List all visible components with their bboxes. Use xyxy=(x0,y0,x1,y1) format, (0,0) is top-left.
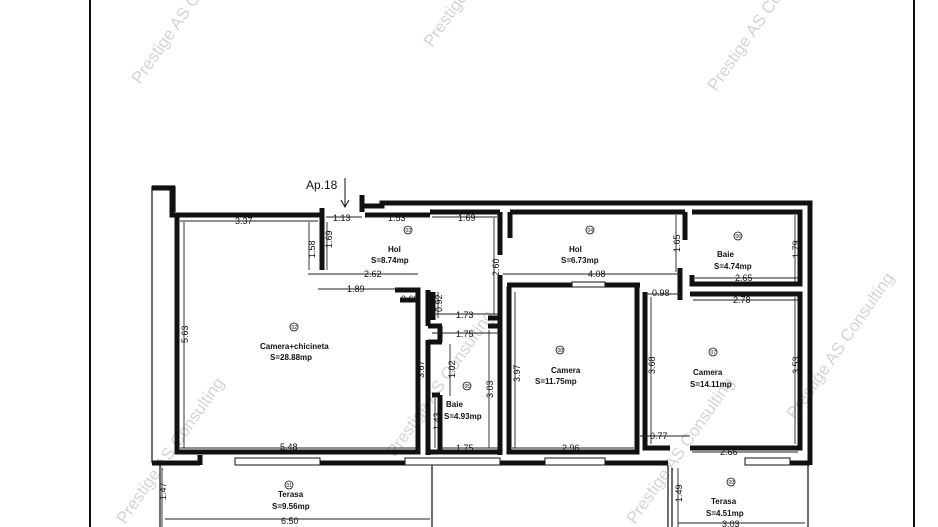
room-area: S=4.51mp xyxy=(706,509,744,518)
room-area: S=4.74mp xyxy=(714,262,752,271)
dim-label: 1.13 xyxy=(333,213,351,223)
dim-label: 3.37 xyxy=(235,216,253,226)
dim-label: 2.62 xyxy=(364,269,382,279)
room-number: 06 xyxy=(736,234,742,240)
dim-label: 5.63 xyxy=(180,325,190,343)
dim-label: 5.48 xyxy=(280,442,298,452)
room-labels: 02 Camera+chicineta S=28.88mp 03 Hol S=8… xyxy=(260,225,752,518)
room-name: Baie xyxy=(717,250,734,259)
windows xyxy=(234,281,791,466)
dim-label: 1.73 xyxy=(456,310,474,320)
room-area: S=9.56mp xyxy=(272,502,310,511)
room-number: 05 xyxy=(465,384,471,390)
dim-label: 2.65 xyxy=(735,273,753,283)
dim-label: 6.50 xyxy=(281,516,299,526)
room-area: S=28.88mp xyxy=(270,353,312,362)
dim-label: 3.68 xyxy=(647,356,657,374)
dim-label: 2.78 xyxy=(733,295,751,305)
room-area: S=14.11mp xyxy=(690,380,732,389)
dim-label: 1.79 xyxy=(791,240,801,258)
dim-label: 3.03 xyxy=(722,519,740,527)
room-area: S=11.75mp xyxy=(535,377,577,386)
watermark: Prestige AS Consulting xyxy=(128,0,243,87)
dim-label: 0.60 xyxy=(401,294,419,304)
room-name: Hol xyxy=(388,245,401,254)
dim-label: 2.60 xyxy=(491,258,501,276)
dim-label: 3.53 xyxy=(791,356,801,374)
dim-label: 1.65 xyxy=(672,234,682,252)
room-number: 07 xyxy=(711,350,717,356)
room-name: Hol xyxy=(569,245,582,254)
dim-label: 1.89 xyxy=(347,284,365,294)
room-number: 08 xyxy=(558,348,564,354)
dim-label: 1.69 xyxy=(458,213,476,223)
watermark: Prestige AS Consulting xyxy=(420,0,535,50)
room-name: Terasa xyxy=(278,490,304,499)
room-name: Terasa xyxy=(711,497,737,506)
dim-label: 1.58 xyxy=(307,240,317,258)
room-number: 02 xyxy=(292,325,298,331)
dim-label: 1.47 xyxy=(158,482,168,500)
dim-label: 2.66 xyxy=(720,447,738,457)
dim-label: 1.75 xyxy=(456,443,474,453)
watermark: Prestige AS Consulting xyxy=(704,0,819,94)
dim-label: 2.96 xyxy=(562,443,580,453)
room-name: Camera xyxy=(693,368,723,377)
dimension-labels: 3.37 1.13 1.53 1.69 1.58 1.69 2.62 1.89 … xyxy=(158,213,801,527)
room-name: Camera xyxy=(551,366,581,375)
room-area: S=8.74mp xyxy=(371,256,409,265)
dim-label: 1.53 xyxy=(388,213,406,223)
entrance-arrow xyxy=(340,178,350,209)
dim-label: 0.98 xyxy=(652,288,670,298)
room-number: 09 xyxy=(729,480,735,486)
dim-label: 3.03 xyxy=(485,380,495,398)
dim-label: 0.77 xyxy=(650,431,668,441)
room-area: S=6.73mp xyxy=(561,256,599,265)
dim-label: 1.02 xyxy=(447,360,457,378)
dim-label: 3.97 xyxy=(512,364,522,382)
room-name: Baie xyxy=(446,400,463,409)
room-number: 01 xyxy=(287,483,293,489)
dim-label: 0.92 xyxy=(434,294,444,312)
walls xyxy=(151,185,813,527)
room-number: 03 xyxy=(406,228,412,234)
dim-label: 3.67 xyxy=(416,360,426,378)
room-area: S=4.93mp xyxy=(444,412,482,421)
dimension-lines xyxy=(161,215,805,527)
dim-label: 1.69 xyxy=(324,230,334,248)
dim-label: 1.75 xyxy=(456,329,474,339)
dim-label: 4.08 xyxy=(588,269,606,279)
dim-label: 1.49 xyxy=(674,484,684,502)
room-name: Camera+chicineta xyxy=(260,342,329,351)
room-number: 04 xyxy=(588,228,594,234)
dim-label: 1.43 xyxy=(432,412,442,430)
apartment-label: Ap.18 xyxy=(306,178,338,192)
